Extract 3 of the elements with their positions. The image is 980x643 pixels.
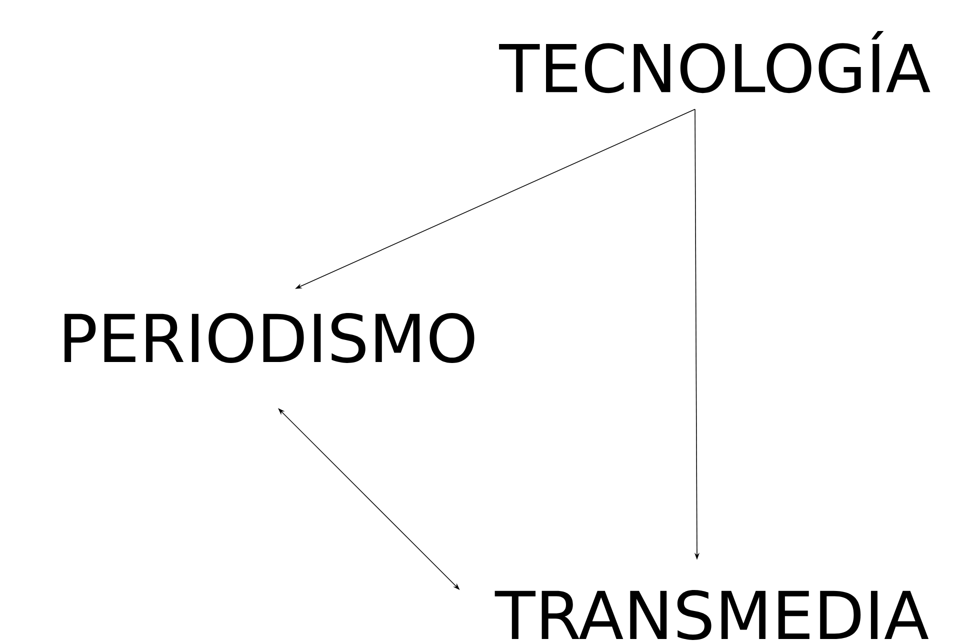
node-label: PERIODISMO bbox=[64, 313, 474, 363]
node-label: TRANSMEDIA bbox=[494, 590, 929, 640]
node-label: TECNOLOGÍA bbox=[499, 30, 930, 94]
